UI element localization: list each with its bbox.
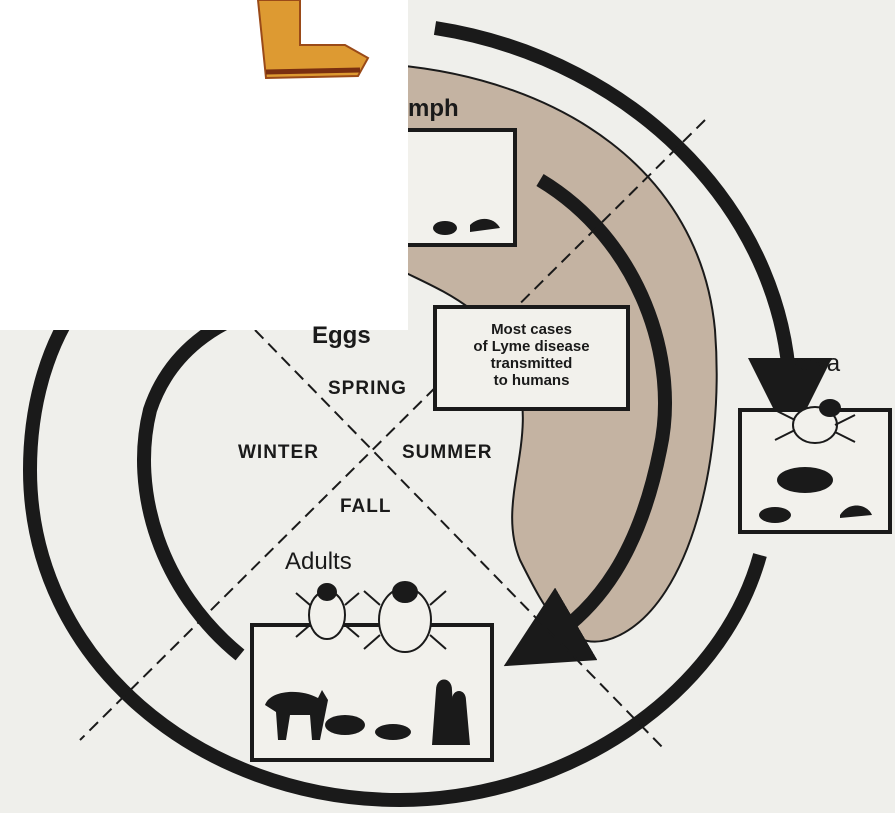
outer-cycle-ring-lower bbox=[22, 295, 767, 808]
nymph-host-icons bbox=[433, 218, 500, 235]
note-line-1: Most cases bbox=[491, 321, 572, 338]
stage-label-larva: Larva bbox=[780, 350, 841, 377]
lyme-transmission-note-box: Most cases of Lyme disease transmitted t… bbox=[433, 305, 630, 411]
larva-host-animals bbox=[759, 467, 872, 523]
season-label-spring: SPRING bbox=[328, 378, 407, 399]
season-divider-2 bbox=[79, 119, 706, 741]
boot-sole bbox=[265, 67, 361, 75]
season-label-summer: SUMMER bbox=[402, 442, 493, 463]
stage-label-eggs: Eggs bbox=[312, 322, 371, 349]
boot-overlay bbox=[256, 0, 370, 80]
stage-label-nymph: mph bbox=[408, 95, 459, 122]
season-divider-1 bbox=[254, 329, 666, 751]
stage-label-adults: Adults bbox=[285, 548, 352, 575]
adults-host-animals bbox=[265, 679, 470, 745]
season-label-fall: FALL bbox=[340, 496, 392, 517]
inner-arrow-nymph-to-adults bbox=[503, 174, 672, 667]
boot-icon bbox=[256, 0, 370, 80]
note-line-3: transmitted bbox=[490, 355, 573, 372]
season-label-winter: WINTER bbox=[238, 442, 319, 463]
note-line-4: to humans bbox=[493, 372, 570, 389]
inner-arrow-adults-to-eggs bbox=[137, 303, 262, 661]
larva-tick-icon bbox=[774, 399, 856, 444]
note-line-2: of Lyme disease bbox=[473, 338, 590, 355]
outer-cycle-ring bbox=[433, 21, 832, 442]
adult-tick-icons bbox=[295, 581, 447, 653]
